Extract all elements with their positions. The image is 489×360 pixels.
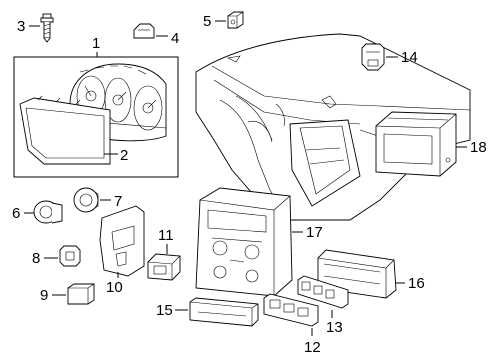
part-13-switch-bank bbox=[297, 275, 349, 309]
callout-9: 9 bbox=[40, 287, 48, 304]
callout-13: 13 bbox=[326, 319, 343, 336]
callout-5: 5 bbox=[203, 13, 211, 30]
callout-18: 18 bbox=[470, 139, 487, 156]
callout-2: 2 bbox=[120, 147, 128, 164]
part-5-connector bbox=[227, 11, 244, 29]
part-18-airbag bbox=[375, 111, 457, 177]
part-17-control-panel bbox=[195, 187, 293, 297]
callout-10: 10 bbox=[106, 279, 123, 296]
part-7-knob bbox=[73, 187, 99, 213]
callout-15: 15 bbox=[156, 302, 173, 319]
callout-4: 4 bbox=[171, 30, 179, 47]
part-12-switch-bank bbox=[263, 293, 319, 327]
part-8-socket bbox=[59, 245, 81, 267]
part-15-bar bbox=[189, 297, 259, 327]
part-14-clip bbox=[361, 43, 385, 71]
callout-16: 16 bbox=[408, 275, 425, 292]
callout-1: 1 bbox=[92, 35, 100, 52]
callout-6: 6 bbox=[12, 205, 20, 222]
callout-17: 17 bbox=[306, 224, 323, 241]
part-4-clip bbox=[133, 23, 155, 39]
part-9-switch bbox=[67, 283, 95, 305]
callout-3: 3 bbox=[17, 18, 25, 35]
callout-8: 8 bbox=[32, 250, 40, 267]
part-11-switch bbox=[147, 253, 181, 281]
callout-7: 7 bbox=[114, 193, 122, 210]
callout-11: 11 bbox=[158, 227, 174, 244]
part-6-knob bbox=[33, 200, 63, 224]
callout-12: 12 bbox=[304, 339, 321, 356]
part-2-lens bbox=[19, 95, 111, 165]
part-10-bezel bbox=[99, 205, 145, 277]
callout-14: 14 bbox=[401, 49, 418, 66]
part-3-screw bbox=[40, 13, 54, 43]
